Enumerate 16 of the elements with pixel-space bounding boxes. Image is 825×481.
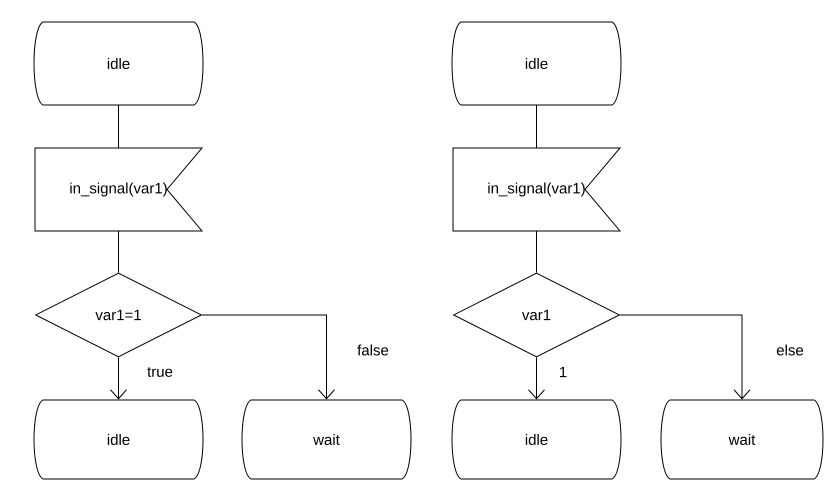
edge-label: 1 — [558, 366, 568, 378]
state-box: wait — [242, 399, 412, 480]
input-signal-box: in_signal(var1) — [452, 148, 622, 232]
arrow — [110, 356, 127, 400]
edge-label: false — [356, 343, 390, 356]
arrow — [620, 314, 750, 400]
state-box: idle — [34, 399, 204, 480]
state-box: wait — [660, 399, 824, 480]
arrow — [528, 356, 545, 400]
input-signal-box: in_signal(var1) — [34, 148, 204, 232]
state-box: idle — [452, 399, 622, 480]
edge-label: else — [775, 343, 805, 356]
edge-label: true — [146, 366, 174, 378]
state-box: idle — [452, 22, 622, 106]
arrow — [202, 314, 335, 400]
state-box: idle — [34, 22, 204, 106]
